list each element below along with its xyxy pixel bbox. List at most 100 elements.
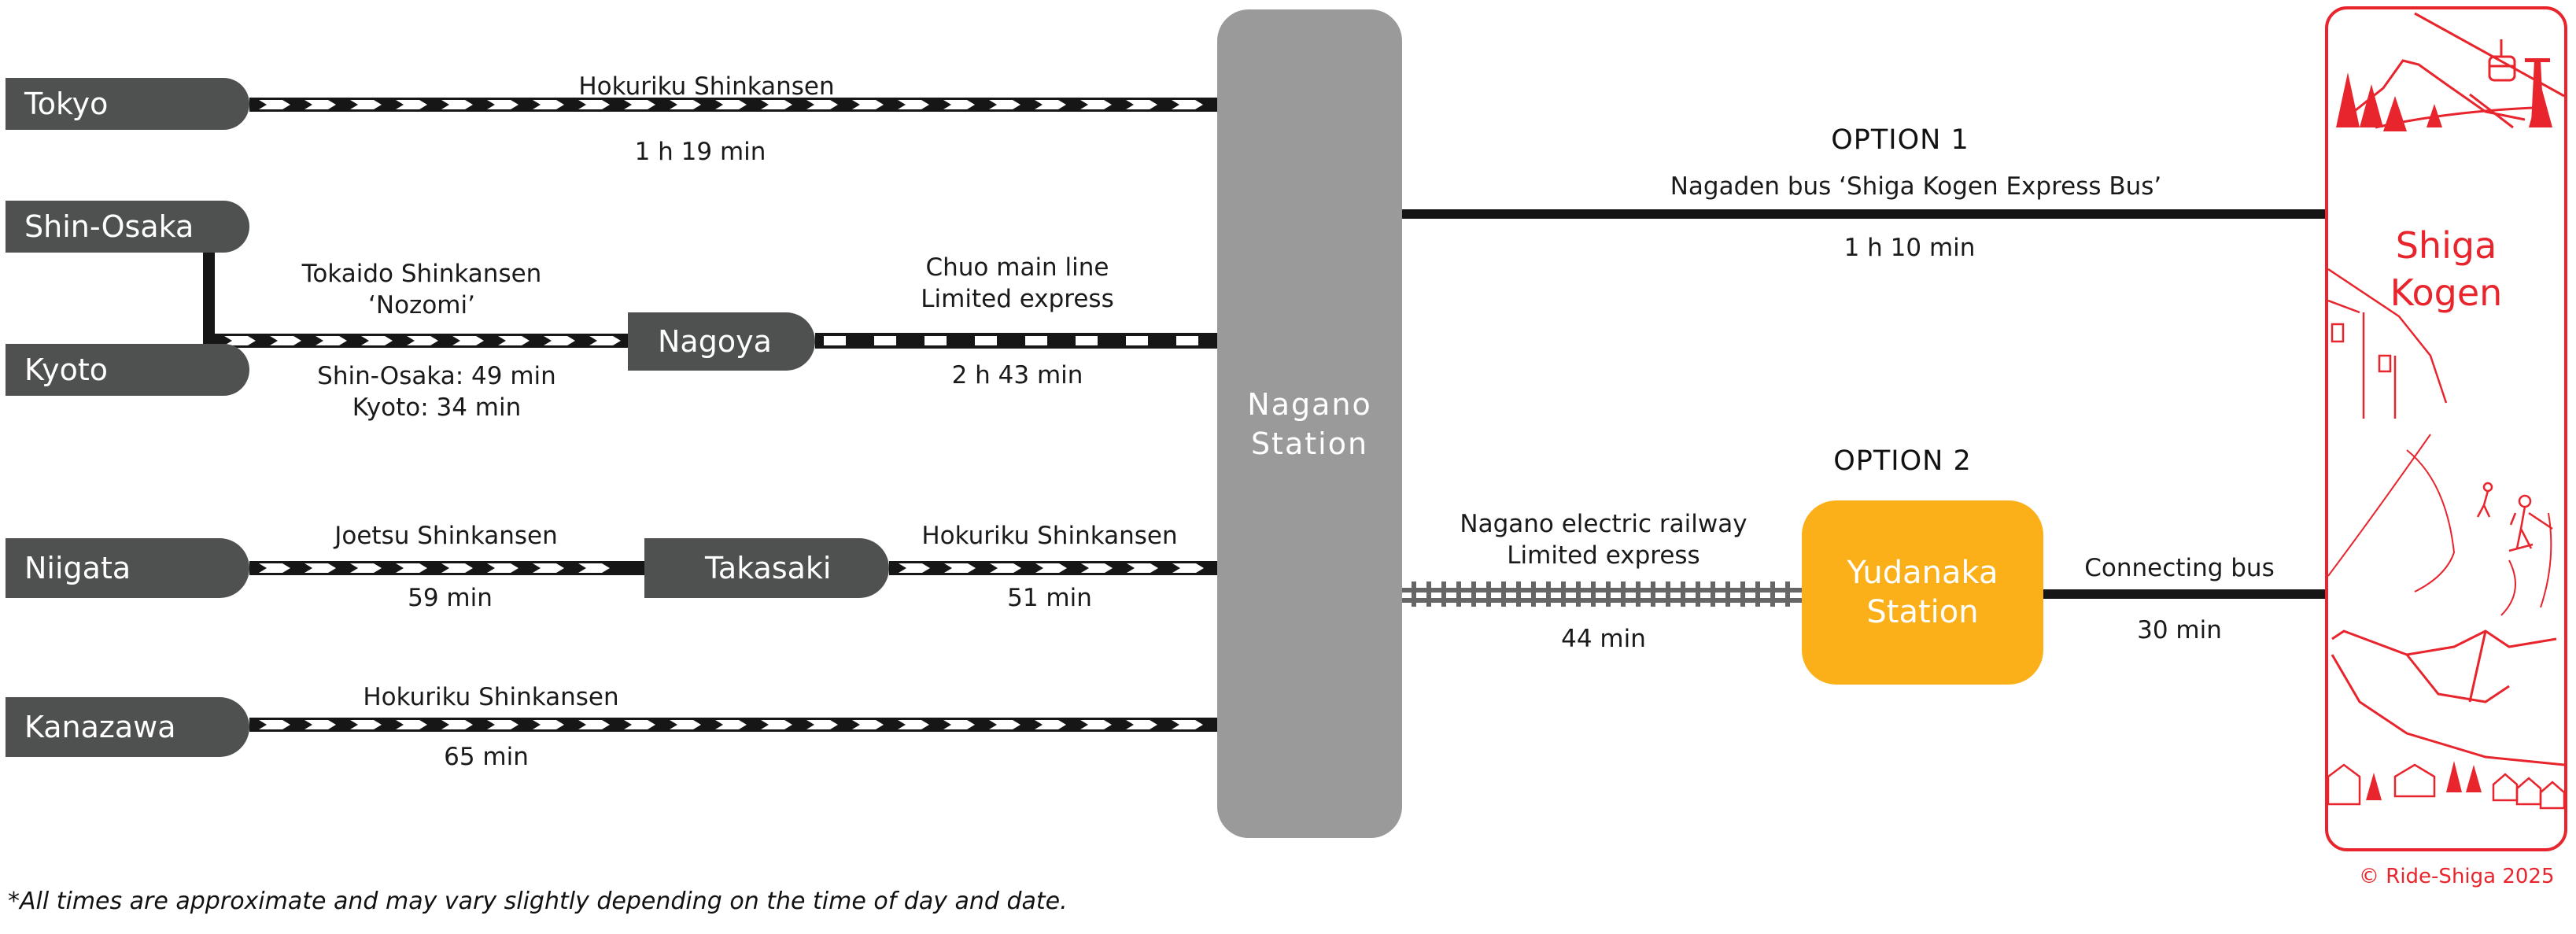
- chevron-arrow-icon: [989, 720, 1020, 729]
- chevron-arrow-icon: [441, 720, 473, 729]
- village-tree-icons: [2366, 761, 2482, 800]
- chevron-arrow-icon: [806, 720, 838, 729]
- rail: [1402, 598, 1802, 603]
- chevron-arrow-icon: [624, 720, 655, 729]
- rail-sleeper: [1426, 581, 1431, 607]
- track-dash: [824, 336, 846, 345]
- rail-sleeper: [1666, 581, 1670, 607]
- hub-nagano-station[interactable]: Nagano Station: [1217, 9, 1402, 838]
- chevron-arrow-icon: [578, 720, 610, 729]
- track-dash: [924, 336, 947, 345]
- route-nagoya-line: Chuo main line Limited express: [921, 252, 1113, 315]
- chevron-arrow-icon: [1172, 563, 1204, 573]
- chevron-arrow-icon: [944, 563, 976, 573]
- route-tokyo-time: 1 h 19 min: [634, 138, 766, 166]
- route-osaka-line-service: ‘Nozomi’: [368, 291, 475, 319]
- chevron-arrow-icon: [396, 720, 427, 729]
- chevron-arrow-icon: [533, 100, 564, 109]
- rail-sleeper: [1681, 581, 1685, 607]
- rail-sleeper: [1412, 581, 1416, 607]
- rail-sleeper: [1456, 581, 1461, 607]
- track-kanazawa-nagano: [249, 718, 1217, 732]
- mountain-range-illustration: [2331, 629, 2564, 766]
- chevron-arrow-icon: [624, 100, 655, 109]
- chevron-arrow-icon: [715, 720, 747, 729]
- chevron-arrow-icon: [304, 563, 336, 573]
- rail-sleeper: [1531, 581, 1536, 607]
- hub-label-line2: Station: [1250, 426, 1369, 461]
- chevron-arrow-icon: [544, 336, 575, 345]
- route-kanazawa-time: 65 min: [444, 743, 529, 771]
- destination-label-line1: Shiga: [2395, 224, 2497, 267]
- station-yudanaka[interactable]: Yudanaka Station: [1802, 500, 2043, 685]
- route-tokyo-line: Hokuriku Shinkansen: [578, 72, 835, 101]
- chevron-arrow-icon: [396, 563, 427, 573]
- route-osaka-time: Shin-Osaka: 49 min Kyoto: 34 min: [317, 360, 556, 423]
- copyright: © Ride-Shiga 2025: [2359, 865, 2555, 888]
- destination-label: Shiga Kogen: [2328, 222, 2564, 316]
- route-takasaki-line: Hokuriku Shinkansen: [921, 522, 1178, 550]
- track-bed: [249, 561, 644, 575]
- chevron-arrow-icon: [533, 563, 564, 573]
- rail-sleeper: [1785, 581, 1790, 607]
- station-label: Kyoto: [24, 353, 109, 387]
- station-label: Tokyo: [24, 87, 109, 121]
- station-label: Niigata: [24, 551, 131, 585]
- rail-sleeper: [1441, 581, 1446, 607]
- chevron-arrow-icon: [407, 336, 438, 345]
- option2-rail-line-name: Nagano electric railway: [1460, 510, 1747, 538]
- chevron-arrow-icon: [350, 563, 382, 573]
- station-shin-osaka[interactable]: Shin-Osaka: [6, 201, 249, 253]
- chevron-arrow-icon: [899, 563, 930, 573]
- station-kyoto[interactable]: Kyoto: [6, 344, 249, 396]
- track-tokyo-nagano: [249, 98, 1217, 112]
- chevron-arrow-icon: [990, 563, 1021, 573]
- destination-shiga-kogen[interactable]: Shiga Kogen: [2325, 6, 2567, 851]
- station-niigata[interactable]: Niigata: [6, 538, 249, 598]
- chevron-arrow-icon: [441, 563, 473, 573]
- station-nagoya[interactable]: Nagoya: [628, 312, 815, 371]
- station-takasaki[interactable]: Takasaki: [644, 538, 889, 598]
- route-niigata-line: Joetsu Shinkansen: [334, 522, 558, 550]
- chevron-arrow-icon: [224, 336, 256, 345]
- rail-sleeper: [1636, 581, 1640, 607]
- chevron-arrow-icon: [350, 100, 382, 109]
- chevron-arrow-icon: [487, 100, 519, 109]
- chevron-arrow-icon: [270, 336, 301, 345]
- rail-sleeper: [1696, 581, 1700, 607]
- chevron-arrow-icon: [1172, 100, 1203, 109]
- chevron-arrow-icon: [259, 720, 290, 729]
- chevron-arrow-icon: [1081, 563, 1113, 573]
- chevron-arrow-icon: [943, 720, 975, 729]
- station-kanazawa[interactable]: Kanazawa: [6, 697, 249, 757]
- chevron-arrow-icon: [1035, 720, 1066, 729]
- chevron-arrow-icon: [670, 100, 701, 109]
- station-tokyo[interactable]: Tokyo: [6, 78, 249, 130]
- station-label: Shin-Osaka: [24, 209, 194, 244]
- yudanaka-label-line2: Station: [1866, 594, 1979, 630]
- option2-rail-line: Nagano electric railway Limited express: [1460, 508, 1747, 571]
- chevron-arrow-icon: [1080, 100, 1112, 109]
- chevron-arrow-icon: [852, 100, 884, 109]
- chevron-arrow-icon: [1080, 720, 1112, 729]
- route-nagoya-line-service: Limited express: [921, 285, 1114, 313]
- destination-label-line2: Kogen: [2390, 271, 2503, 314]
- yudanaka-label-line1: Yudanaka: [1847, 555, 1998, 591]
- station-label: Nagoya: [658, 324, 772, 359]
- rail-nagano-yudanaka: [1402, 581, 1802, 607]
- track-dash: [1076, 336, 1098, 345]
- rail-sleeper: [1546, 581, 1551, 607]
- tree-icons: [2336, 72, 2552, 131]
- chevron-arrow-icon: [316, 336, 347, 345]
- chevron-arrow-icon: [533, 720, 564, 729]
- chevron-arrow-icon: [898, 100, 929, 109]
- bus-route-yudanaka-shiga: [2043, 589, 2325, 599]
- chevron-arrow-icon: [715, 100, 747, 109]
- rail-sleeper: [1725, 581, 1730, 607]
- track-osaka-nagoya: [215, 334, 628, 348]
- chevron-arrow-icon: [361, 336, 393, 345]
- chairlift-illustration: [2328, 268, 2448, 419]
- rail-sleeper: [1740, 581, 1745, 607]
- track-nagoya-nagano: [815, 333, 1217, 349]
